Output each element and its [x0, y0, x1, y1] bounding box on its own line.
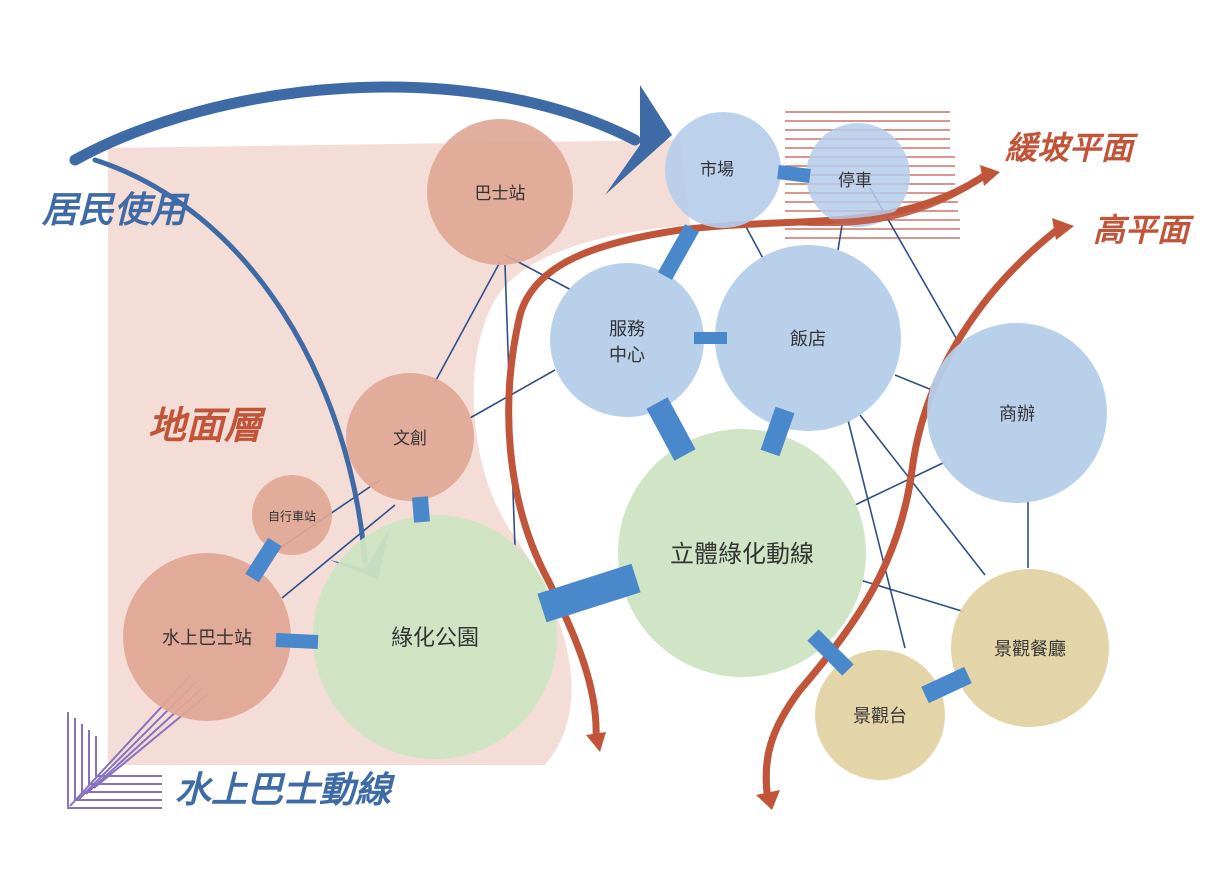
svg-text:景觀餐廳: 景觀餐廳 — [994, 639, 1066, 660]
label-ramp-plane: 緩坡平面 — [1004, 129, 1139, 167]
node-green-park: 綠化公園 — [313, 515, 557, 759]
svg-text:景觀台: 景觀台 — [853, 706, 907, 727]
node-bus-station: 巴士站 — [427, 119, 573, 265]
red-arrow-overlay — [762, 168, 994, 804]
svg-text:市場: 市場 — [700, 160, 734, 180]
svg-text:中心: 中心 — [609, 345, 645, 366]
svg-text:綠化公園: 綠化公園 — [391, 626, 479, 651]
svg-text:自行車站: 自行車站 — [268, 510, 316, 524]
node-water-bus-station: 水上巴士站 — [123, 553, 291, 721]
svg-text:水上巴士站: 水上巴士站 — [162, 628, 252, 649]
connectors — [245, 165, 972, 704]
node-bike-station: 自行車站 — [252, 475, 332, 555]
node-viewing-platform: 景觀台 — [815, 650, 945, 780]
node-viewing-restaurant: 景觀餐廳 — [951, 569, 1109, 727]
label-high-plane: 高平面 — [1093, 211, 1195, 249]
node-parking: 停車 — [806, 123, 910, 227]
svg-text:巴士站: 巴士站 — [475, 184, 526, 204]
node-hotel: 飯店 — [715, 245, 901, 431]
label-ground-floor: 地面層 — [148, 404, 267, 448]
svg-text:文創: 文創 — [393, 429, 427, 449]
label-water-bus-route: 水上巴士動線 — [175, 770, 396, 811]
svg-text:立體綠化動線: 立體綠化動線 — [670, 540, 814, 568]
svg-text:停車: 停車 — [838, 171, 872, 191]
svg-text:服務: 服務 — [609, 319, 645, 340]
node-market: 市場 — [665, 112, 781, 228]
svg-text:飯店: 飯店 — [790, 329, 826, 350]
svg-text:商辦: 商辦 — [999, 404, 1035, 425]
node-office: 商辦 — [927, 323, 1107, 503]
label-resident-use: 居民使用 — [41, 190, 190, 231]
node-cultural: 文創 — [346, 373, 474, 501]
node-green-circulation: 立體綠化動線 — [618, 429, 866, 677]
node-service-center: 服務 中心 — [550, 263, 704, 417]
